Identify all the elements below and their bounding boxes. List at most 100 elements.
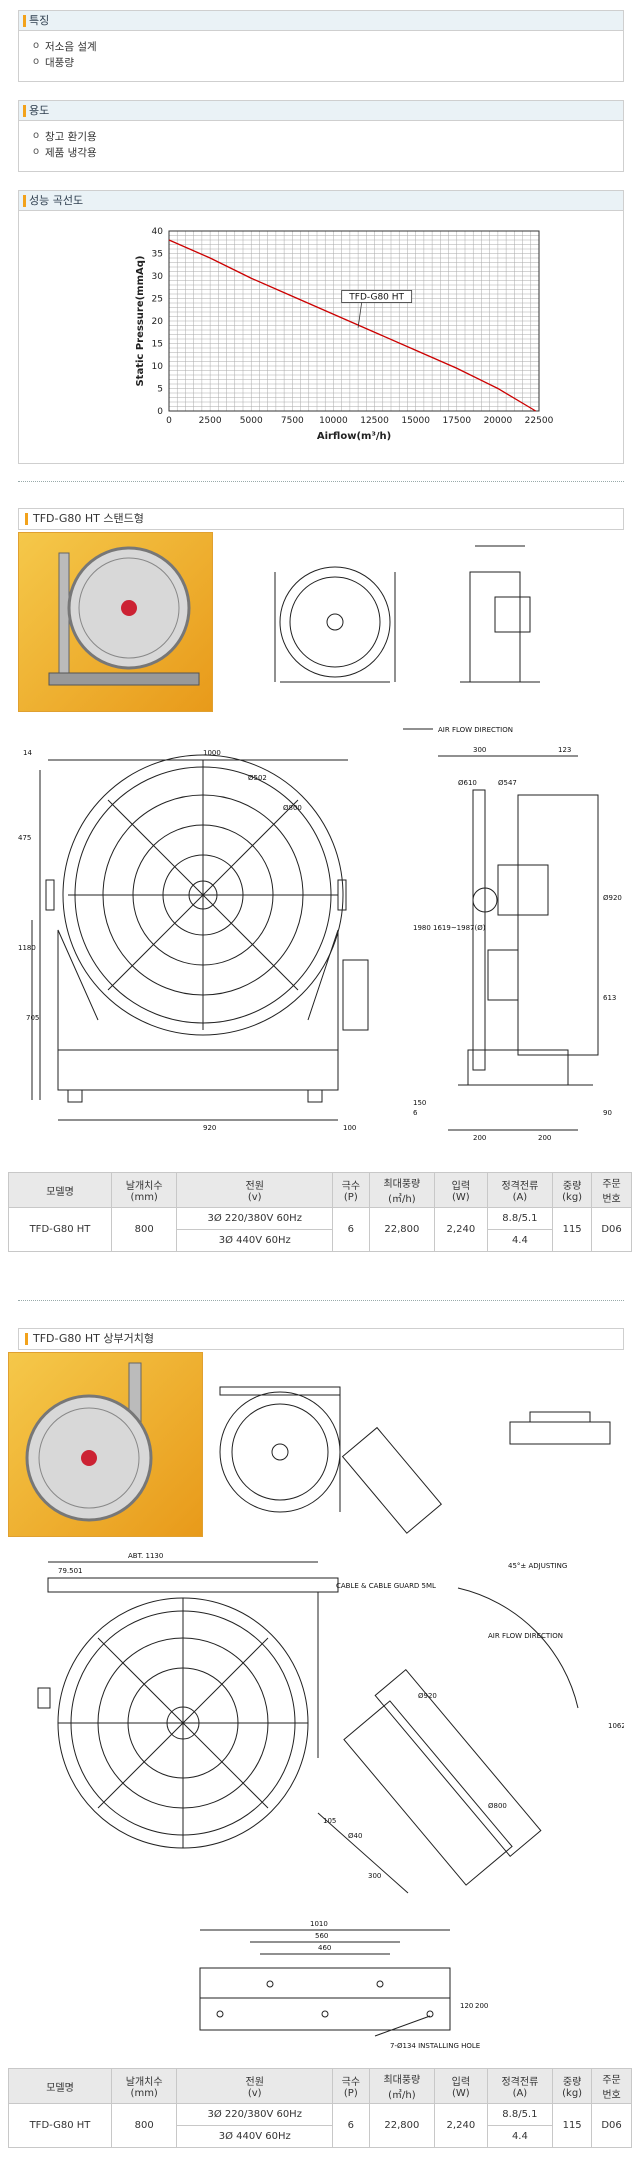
performance-title: 성능 곡선도 <box>19 191 623 211</box>
dim-613: 613 <box>603 994 616 1002</box>
fan-illustration-icon <box>48 546 200 686</box>
dim-90: 90 <box>603 1109 612 1117</box>
table-row: TFD-G80 HT 800 3Ø 220/380V 60Hz 6 22,800… <box>8 2103 632 2148</box>
col-model: 모델명 <box>8 2068 112 2104</box>
dim-phi920: Ø920 <box>603 894 622 902</box>
airflow-label: AIR FLOW DIRECTION <box>488 1632 563 1640</box>
spec-table-2: 모델명 날개치수(mm) 전원(v) 극수(P) 최대풍량(㎥/h) 입력(W)… <box>8 2068 632 2148</box>
y-tick-label: 10 <box>152 362 164 372</box>
usage-title: 용도 <box>19 101 623 121</box>
dim-abt: ABT. 1130 <box>128 1552 163 1560</box>
product1-large-drawing: AIR FLOW DIRECTION 14 1000 Ø502 Ø800 475… <box>18 726 622 1142</box>
usage-item: 창고 환기용 <box>33 128 609 145</box>
dim-6: 6 <box>413 1109 418 1117</box>
y-tick-label: 15 <box>152 340 163 350</box>
dim-side-label: 1619~1987(Ø) <box>433 924 486 932</box>
col-input: 입력(W) <box>434 1172 488 1208</box>
dim-560: 560 <box>315 1932 328 1940</box>
dim-100: 100 <box>343 1124 356 1132</box>
base-plate-drawing: 1010 560 460 120 200 7-Ø134 INSTALLING H… <box>199 1920 488 2050</box>
dim-920: 920 <box>203 1124 216 1132</box>
product2-small-drawing <box>219 1386 611 1534</box>
x-tick-label: 15000 <box>401 416 430 426</box>
dim-1062: 1062 <box>608 1722 624 1730</box>
x-tick-label: 10000 <box>319 416 348 426</box>
usage-section: 용도 창고 환기용 제품 냉각용 <box>18 100 624 172</box>
dim-460: 460 <box>318 1944 331 1952</box>
dim-475: 475 <box>18 834 31 842</box>
col-poles: 극수(P) <box>332 2068 370 2104</box>
dim-150: 150 <box>413 1099 426 1107</box>
product1-photo <box>18 532 213 712</box>
dim-1980: 1980 <box>413 924 431 932</box>
x-tick-label: 12500 <box>360 416 389 426</box>
x-tick-label: 0 <box>166 416 172 426</box>
dim-phi800: Ø800 <box>283 804 302 812</box>
col-power: 전원(v) <box>176 1172 334 1208</box>
col-blade: 날개치수(mm) <box>110 1172 178 1208</box>
col-power: 전원(v) <box>176 2068 334 2104</box>
col-blade: 날개치수(mm) <box>110 2068 178 2104</box>
y-tick-label: 20 <box>152 317 164 327</box>
col-airflow: 최대풍량(㎥/h) <box>368 1172 436 1208</box>
dim-phi800: Ø800 <box>488 1802 507 1810</box>
dim-phi920: Ø920 <box>418 1692 437 1700</box>
dim-base-120: 120 <box>460 2002 473 2010</box>
annotation-pointer <box>357 302 363 328</box>
product2-large-drawing: ABT. 1130 79.501 CABLE & CABLE GUARD 5ML… <box>37 1552 624 1894</box>
x-tick-label: 7500 <box>281 416 304 426</box>
series-line <box>168 239 537 412</box>
y-axis-label: Static Pressure(mmAq) <box>135 255 146 386</box>
product1-title: TFD-G80 HT 스탠드형 <box>18 508 624 530</box>
table-row: 3Ø 440V 60Hz 4.4 <box>9 2125 632 2148</box>
feature-item: 대풍량 <box>33 54 609 71</box>
product2-title: TFD-G80 HT 상부거치형 <box>18 1328 624 1350</box>
dim-705: 705 <box>26 1014 39 1022</box>
dim-105: 105 <box>323 1817 336 1825</box>
dim-79: 79.501 <box>58 1567 83 1575</box>
x-tick-label: 20000 <box>484 416 513 426</box>
y-tick-label: 0 <box>157 407 163 417</box>
x-tick-label: 17500 <box>442 416 471 426</box>
col-current: 정격전류(A) <box>486 1172 554 1208</box>
col-weight: 중량(kg) <box>552 1172 593 1208</box>
feature-item: 저소음 설계 <box>33 38 609 55</box>
dim-14: 14 <box>23 749 32 757</box>
divider <box>18 1300 624 1301</box>
annotation-label: TFD-G80 HT <box>348 293 404 303</box>
dim-300: 300 <box>368 1872 381 1880</box>
col-airflow: 최대풍량(㎥/h) <box>368 2068 436 2104</box>
features-title: 특징 <box>19 11 623 31</box>
dim-phi502: Ø502 <box>248 774 267 782</box>
spec-table-1: 모델명 날개치수(mm) 전원(v) 극수(P) 최대풍량(㎥/h) 입력(W)… <box>8 1172 632 1252</box>
dim-1180: 1180 <box>18 944 36 952</box>
y-tick-label: 5 <box>157 385 163 395</box>
features-section: 특징 저소음 설계 대풍량 <box>18 10 624 82</box>
adjust-label: 45°± ADJUSTING <box>508 1562 567 1570</box>
dim-123: 123 <box>558 746 571 754</box>
product1-small-drawing <box>274 545 540 683</box>
dim-200a: 200 <box>473 1134 486 1142</box>
y-tick-label: 30 <box>152 272 164 282</box>
airflow-direction-label: AIR FLOW DIRECTION <box>438 726 513 734</box>
annotation-box <box>341 290 413 303</box>
dim-300: 300 <box>473 746 486 754</box>
x-tick-label: 22500 <box>525 416 554 426</box>
divider <box>18 481 624 482</box>
dim-base-200: 200 <box>475 2002 488 2010</box>
usage-item: 제품 냉각용 <box>33 144 609 161</box>
dim-1010: 1010 <box>310 1920 328 1928</box>
cable-label: CABLE & CABLE GUARD 5ML <box>336 1582 436 1590</box>
y-tick-label: 40 <box>152 227 164 237</box>
col-current: 정격전류(A) <box>486 2068 554 2104</box>
x-axis-label: Airflow(m³/h) <box>317 431 391 442</box>
dim-610: Ø610 <box>458 779 477 787</box>
col-input: 입력(W) <box>434 2068 488 2104</box>
table-row: TFD-G80 HT 800 3Ø 220/380V 60Hz 6 22,800… <box>8 1207 632 1252</box>
table-row: 3Ø 440V 60Hz 4.4 <box>9 1229 632 1252</box>
y-tick-label: 25 <box>152 295 163 305</box>
